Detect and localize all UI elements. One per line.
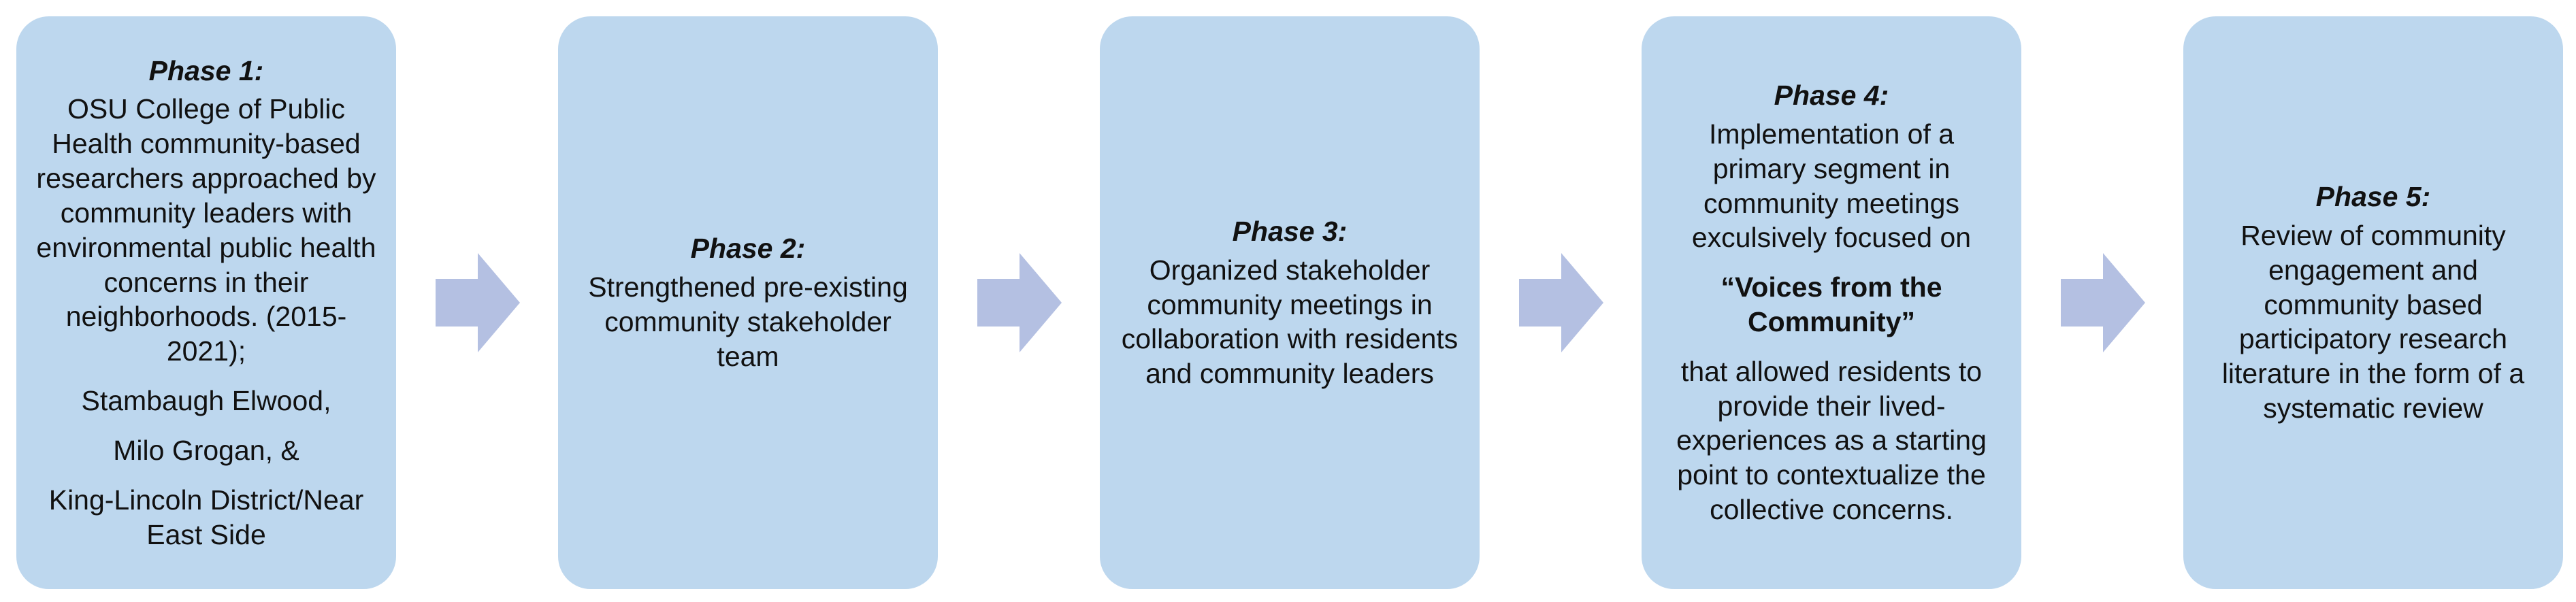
phase-2-description: Strengthened pre-existing community stak…	[588, 271, 908, 372]
right-arrow-icon	[1519, 253, 1603, 352]
right-arrow-icon	[436, 253, 520, 352]
phase-4-title: Phase 4:	[1774, 80, 1889, 112]
phase-1-description: OSU College of Public Health community-b…	[36, 93, 376, 367]
phase-4-intro: Implementation of a primary segment in c…	[1691, 118, 1972, 254]
phase-4-outro: that allowed residents to provide their …	[1676, 355, 1987, 526]
phase-1-title: Phase 1:	[148, 54, 264, 86]
phase-5-title: Phase 5:	[2315, 181, 2431, 213]
phase-1-box: Phase 1: OSU College of Public Health co…	[16, 16, 396, 589]
phase-2-box: Phase 2: Strengthened pre-existing commu…	[558, 16, 938, 589]
phase-4-emphasis: “Voices from the Community”	[1721, 271, 1942, 337]
phase-2-title: Phase 2:	[690, 233, 806, 265]
phase-4-box: Phase 4: Implementation of a primary seg…	[1642, 16, 2021, 589]
right-arrow-icon	[977, 253, 1062, 352]
phase-1-neighborhood-3: King-Lincoln District/Near East Side	[48, 484, 364, 550]
right-arrow-icon	[2061, 253, 2145, 352]
phase-1-neighborhood-1: Stambaugh Elwood,	[81, 385, 331, 417]
phase-3-description: Organized stakeholder community meetings…	[1121, 254, 1458, 390]
phase-3-box: Phase 3: Organized stakeholder community…	[1100, 16, 1480, 589]
phase-1-neighborhood-2: Milo Grogan, &	[113, 434, 299, 466]
phase-5-description: Review of community engagement and commu…	[2221, 219, 2525, 424]
phase-3-title: Phase 3:	[1232, 215, 1348, 247]
phase-5-box: Phase 5: Review of community engagement …	[2183, 16, 2563, 589]
